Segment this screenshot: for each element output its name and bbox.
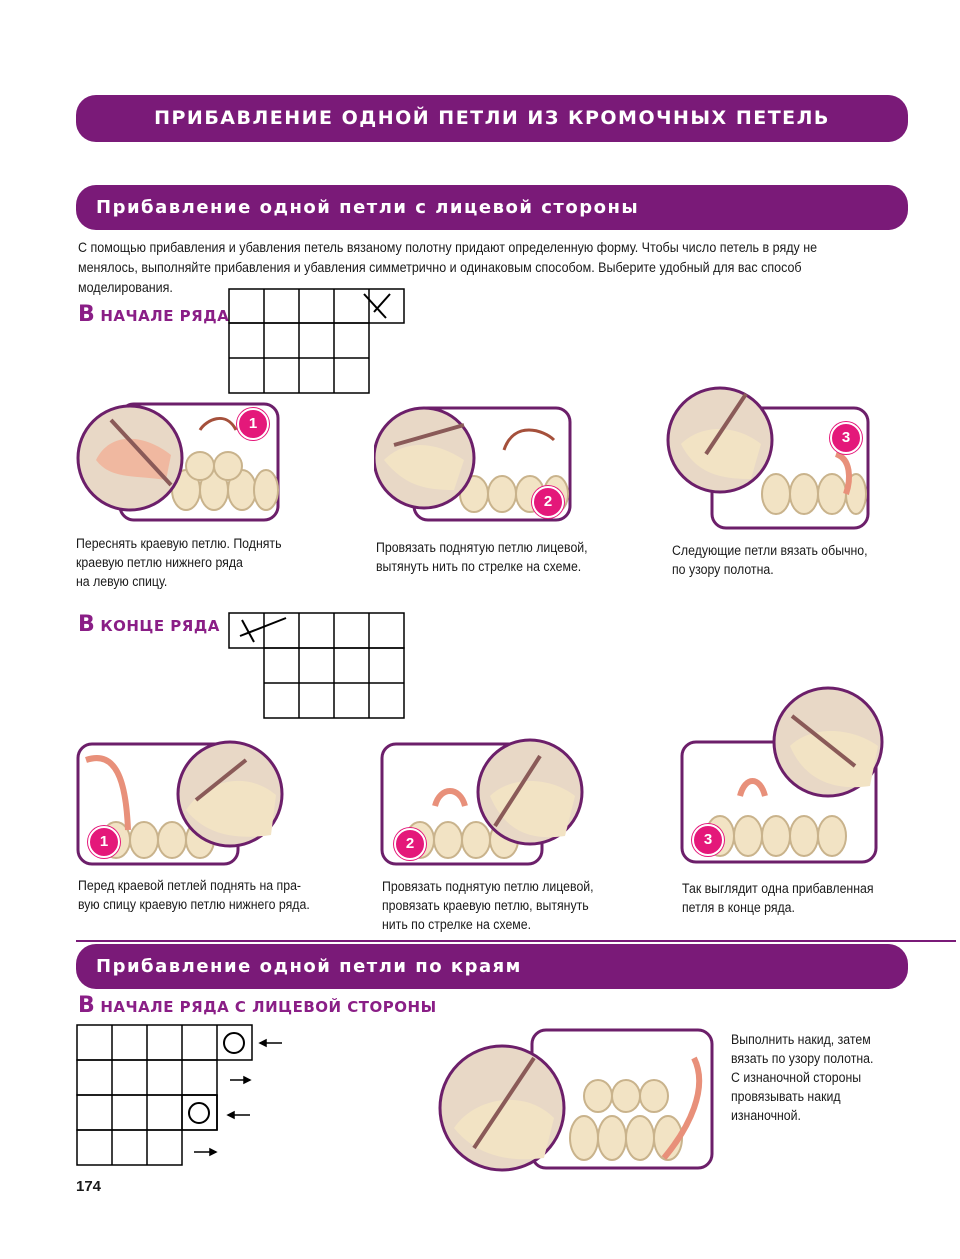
row-direction-arrows <box>194 1038 282 1157</box>
edge-heading: В НАЧАЛЕ РЯДА С ЛИЦЕВОЙ СТОРОНЫ <box>78 993 437 1018</box>
photo-end-step-1 <box>76 740 284 866</box>
caption-end-3: Так выглядит одна прибавленная петля в к… <box>682 881 874 915</box>
photo-start-step-2 <box>374 406 572 522</box>
step-badge-end-3: 3 <box>692 824 724 856</box>
chart-end-of-row <box>228 612 405 719</box>
yarn-over-symbol <box>188 1102 210 1124</box>
step-badge-end-1: 1 <box>88 826 120 858</box>
photo-end-step-3 <box>680 686 884 864</box>
step-badge-2: 2 <box>532 486 564 518</box>
photo-start-step-3 <box>666 386 870 530</box>
step-badge-end-2: 2 <box>394 828 426 860</box>
step-badge-3: 3 <box>830 422 862 454</box>
photo-yarn-over <box>438 1028 714 1172</box>
caption-yarn-over: Выполнить накид, затем вязать по узору п… <box>731 1032 874 1123</box>
section2-title: Прибавление одной петли по краям <box>76 944 908 989</box>
step-badge-1: 1 <box>237 408 269 440</box>
chart-start-of-row <box>228 288 405 394</box>
end-heading: В КОНЦЕ РЯДА <box>78 612 220 637</box>
section1-title: Прибавление одной петли с лицевой сторон… <box>76 185 908 230</box>
page-number: 174 <box>76 1178 102 1195</box>
increase-symbol <box>239 617 287 643</box>
caption-end-1: Перед краевой петлей поднять на пра- вую… <box>78 878 310 912</box>
section-divider <box>76 940 956 942</box>
intro-paragraph: С помощью прибавления и убавления петель… <box>78 240 818 295</box>
yarn-over-symbol <box>223 1032 245 1054</box>
caption-start-2: Провязать поднятую петлю лицевой, вытяну… <box>376 540 588 574</box>
page-title: ПРИБАВЛЕНИЕ ОДНОЙ ПЕТЛИ ИЗ КРОМОЧНЫХ ПЕТ… <box>76 95 908 142</box>
caption-start-1: Переснять краевую петлю. Поднять краевую… <box>76 536 282 589</box>
photo-start-step-1 <box>76 402 280 522</box>
start-heading: В НАЧАЛЕ РЯДА <box>78 302 230 327</box>
caption-end-2: Провязать поднятую петлю лицевой, провяз… <box>382 879 594 932</box>
increase-symbol <box>363 293 391 319</box>
caption-start-3: Следующие петли вязать обычно, по узору … <box>672 543 868 577</box>
chart-yarn-over-edges <box>76 1024 282 1166</box>
